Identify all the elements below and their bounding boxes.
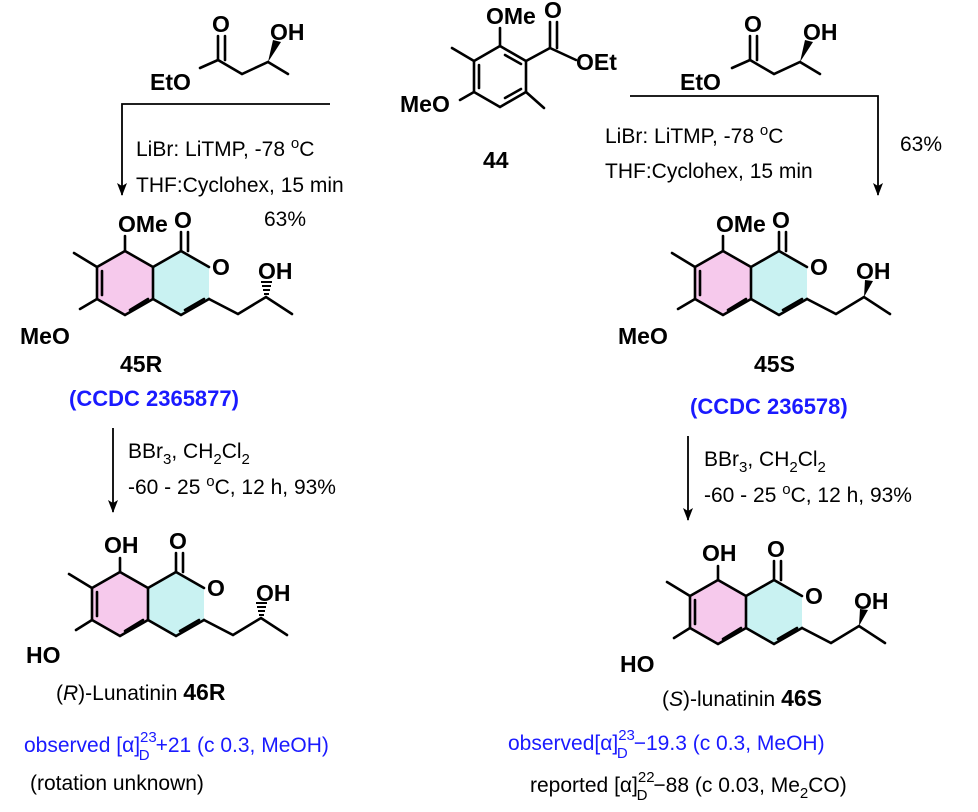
eto-label: EtO bbox=[680, 69, 721, 95]
hashed-wedge-bond bbox=[261, 281, 272, 299]
wedge-bond bbox=[864, 280, 873, 297]
ring-o-label: O bbox=[207, 575, 225, 601]
compound-name-46R: (R)-Lunatinin 46R bbox=[56, 679, 226, 705]
carbonyl-o-label: O bbox=[212, 11, 230, 37]
carbonyl-o-label: O bbox=[169, 528, 187, 554]
compound-name-46S: (S)-lunatinin 46S bbox=[662, 685, 822, 711]
compound-46S: OH O O OH HO (S)-lunatinin 46S observed[… bbox=[508, 536, 889, 804]
compound-label-44: 44 bbox=[483, 147, 509, 173]
compound-44: OMe MeO O OEt 44 bbox=[400, 0, 617, 173]
conditions-line1: LiBr: LiTMP, -78 oC bbox=[136, 135, 314, 161]
conditions-line1: LiBr: LiTMP, -78 oC bbox=[605, 122, 783, 148]
conditions-line2: THF:Cyclohex, 15 min bbox=[605, 160, 813, 183]
compound-45S: OMe O O OH MeO 45S (CCDC 236578) bbox=[618, 207, 892, 419]
ho-label: HO bbox=[620, 651, 655, 677]
right-step1: LiBr: LiTMP, -78 oC THF:Cyclohex, 15 min… bbox=[605, 95, 942, 196]
ring-o-label: O bbox=[212, 254, 230, 280]
ccdc-number: (CCDC 2365877) bbox=[69, 386, 239, 411]
reagent-bbr3-ch2cl2: BBr3, CH2Cl2 bbox=[128, 440, 250, 468]
right-step2: BBr3, CH2Cl2 -60 - 25 oC, 12 h, 93% bbox=[683, 436, 912, 521]
oet-label: OEt bbox=[576, 49, 617, 75]
reagent-bbr3-ch2cl2: BBr3, CH2Cl2 bbox=[704, 448, 826, 476]
reagent-ester-right: O EtO OH bbox=[680, 11, 838, 95]
eto-label: EtO bbox=[150, 69, 191, 95]
ome-label: OMe bbox=[118, 211, 168, 237]
compound-label-45R: 45R bbox=[120, 351, 163, 377]
ring-o-label: O bbox=[805, 583, 823, 609]
rotation-note: (rotation unknown) bbox=[30, 772, 204, 795]
oh-label: OH bbox=[854, 588, 889, 614]
ho-label: HO bbox=[26, 642, 61, 668]
compound-45R: OMe O O OH MeO 45R (CCDC 2365877) bbox=[20, 207, 294, 411]
wedge-bond bbox=[800, 40, 813, 62]
reaction-arrow bbox=[117, 103, 330, 196]
conditions-temp-time-yield: -60 - 25 oC, 12 h, 93% bbox=[704, 481, 912, 507]
carbonyl-o-label: O bbox=[772, 207, 790, 233]
phenol-oh-label: OH bbox=[702, 540, 737, 566]
ome-label: OMe bbox=[716, 211, 766, 237]
meo-label: MeO bbox=[400, 91, 450, 117]
oh-label: OH bbox=[258, 258, 293, 284]
reaction-arrow bbox=[630, 95, 883, 196]
meo-label: MeO bbox=[20, 323, 70, 349]
ccdc-number: (CCDC 236578) bbox=[690, 394, 848, 419]
conditions-line2: THF:Cyclohex, 15 min bbox=[136, 174, 344, 197]
phenol-oh-label: OH bbox=[104, 532, 139, 558]
carbonyl-o-label: O bbox=[767, 536, 785, 562]
conditions-temp-time-yield: -60 - 25 oC, 12 h, 93% bbox=[128, 473, 336, 499]
carbonyl-o-label: O bbox=[544, 0, 562, 23]
carbonyl-o-label: O bbox=[744, 11, 762, 37]
yield-label: 63% bbox=[264, 208, 306, 231]
compound-46R: OH O O OH HO (R)-Lunatinin 46R observed … bbox=[24, 528, 329, 795]
hashed-wedge-bond bbox=[256, 602, 267, 616]
meo-label: MeO bbox=[618, 323, 668, 349]
oh-label: OH bbox=[856, 258, 891, 284]
reagent-ester-left: O EtO OH bbox=[150, 11, 305, 95]
left-step2: BBr3, CH2Cl2 -60 - 25 oC, 12 h, 93% bbox=[108, 428, 336, 513]
oh-label: OH bbox=[803, 19, 838, 45]
compound-label-45S: 45S bbox=[754, 351, 795, 377]
wedge-bond bbox=[268, 40, 281, 62]
yield-label: 63% bbox=[900, 133, 942, 156]
left-step1: LiBr: LiTMP, -78 oC THF:Cyclohex, 15 min… bbox=[117, 103, 344, 231]
ring-o-label: O bbox=[810, 254, 828, 280]
ome-label: OMe bbox=[486, 3, 536, 29]
wedge-bond bbox=[859, 609, 868, 626]
oh-label: OH bbox=[270, 19, 305, 45]
oh-label: OH bbox=[256, 580, 291, 606]
carbonyl-o-label: O bbox=[174, 207, 192, 233]
